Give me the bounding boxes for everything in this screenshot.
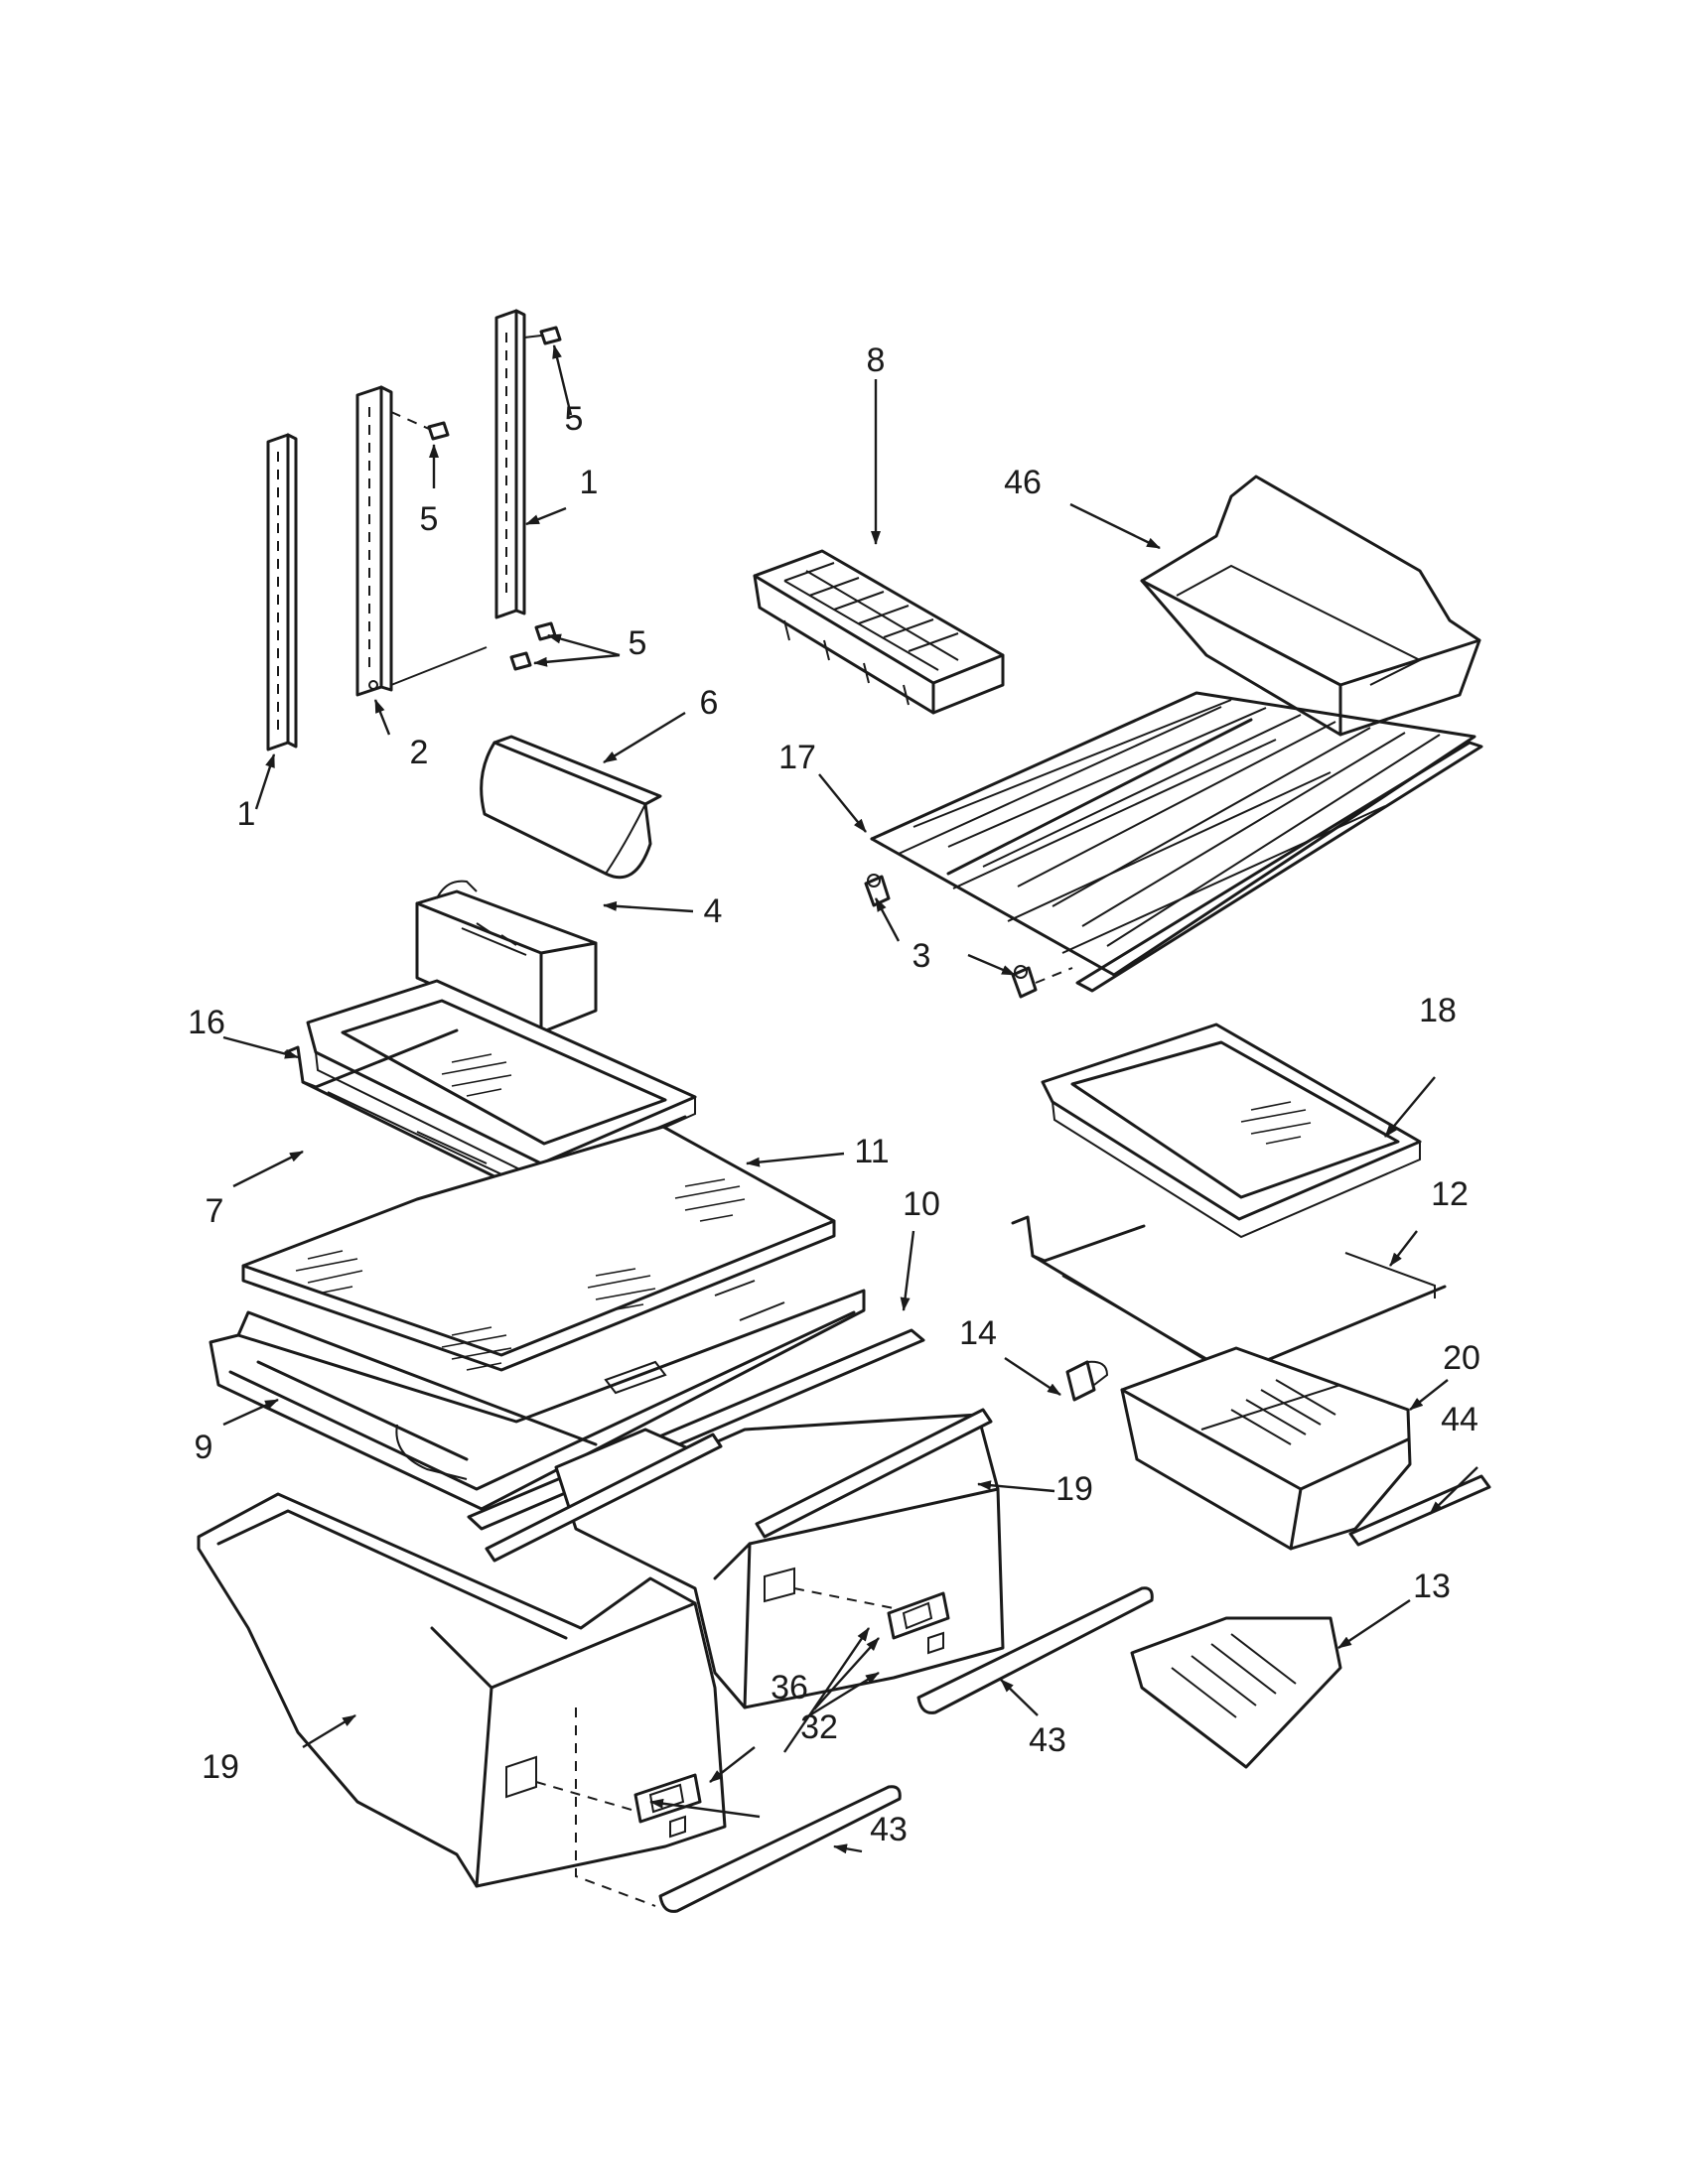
callout-18: 18 [1419,992,1457,1029]
meat-drawer [1120,1346,1412,1551]
leader-lines [222,344,1478,1854]
callout-labels: 1 1 2 3 4 5 5 5 6 7 8 9 10 11 12 13 14 1… [188,341,1480,1848]
callout-14: 14 [959,1314,997,1352]
screw-lower-b [509,651,532,671]
drawer-slide-rail-upper [916,1586,1154,1714]
callout-43-upper: 43 [1029,1721,1066,1759]
callout-1-right: 1 [580,464,599,501]
callout-9: 9 [195,1429,213,1466]
crisper-cover-frame [209,1280,866,1511]
crisper-drawer-left [197,1492,727,1907]
callout-5-middle: 5 [420,500,439,538]
callout-12: 12 [1431,1175,1469,1213]
drawer-rail-right-drawer [755,1408,993,1539]
callout-5-top: 5 [565,400,584,438]
callout-2: 2 [410,734,429,771]
screw-middle [390,411,450,441]
callout-46: 46 [1004,464,1042,501]
shelf-rail-right [494,309,526,619]
callout-6: 6 [700,684,719,722]
callout-44: 44 [1441,1401,1478,1438]
callout-3: 3 [912,937,931,975]
drawer-rail-left-drawer [485,1433,723,1563]
drawer-tray [1130,1616,1342,1769]
callout-4: 4 [704,892,723,930]
callout-13: 13 [1413,1568,1451,1605]
drawer-slide-rail-lower [658,1785,902,1913]
shelf-rail-center [355,385,488,697]
callout-11: 11 [854,1133,889,1170]
shelf-rail-left [266,433,298,751]
callout-8: 8 [867,341,886,379]
callout-19-right: 19 [1055,1470,1093,1508]
dairy-bin [480,735,662,880]
callout-1-left: 1 [237,795,256,833]
callout-36: 36 [771,1669,808,1706]
meat-drawer-rail [1348,1474,1491,1547]
callout-5-lower: 5 [629,624,647,662]
callout-32: 32 [800,1708,838,1746]
retainer-clip [1065,1360,1109,1402]
callout-7: 7 [206,1192,224,1230]
ice-cube-tray [753,549,1005,715]
callout-17: 17 [778,739,816,776]
callout-20: 20 [1443,1339,1480,1377]
callout-19-left: 19 [202,1748,239,1786]
callout-10: 10 [903,1185,940,1223]
callout-16: 16 [188,1004,225,1041]
screw-top-right [523,326,562,345]
callout-43-lower: 43 [870,1811,908,1848]
wire-shelf [870,691,1483,993]
glass-shelf-right [1041,1023,1422,1239]
glass-shelf-large [241,1125,836,1372]
shelf-support-peg-lower [1011,965,1073,999]
drawer-clip-right [887,1591,950,1655]
